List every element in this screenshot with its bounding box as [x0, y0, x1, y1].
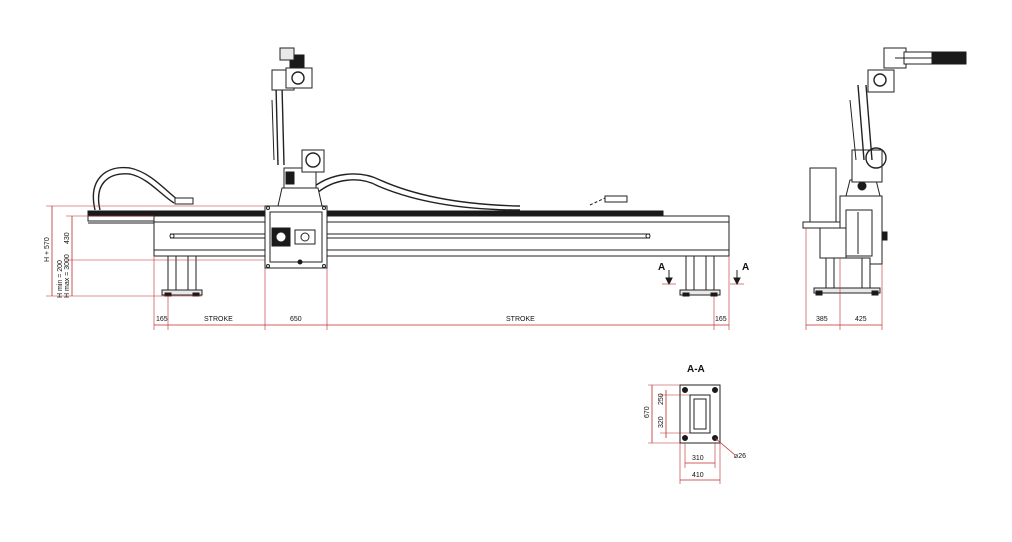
dim-430: 430 — [64, 232, 71, 244]
dim-hole: ⌀26 — [734, 453, 746, 460]
dim-385: 385 — [816, 316, 828, 323]
dim-310: 310 — [692, 455, 704, 462]
dim-165-left: 165 — [156, 316, 168, 323]
robot-front — [271, 47, 325, 207]
front-view: A A 165 STROKE 650 STROKE 165 — [44, 47, 749, 330]
dim-h-min: H min = 200 — [57, 260, 64, 298]
dim-670: 670 — [644, 406, 651, 418]
dim-410: 410 — [692, 472, 704, 479]
dim-650: 650 — [290, 316, 302, 323]
dim-250: 250 — [658, 393, 665, 405]
cable-chain-left — [92, 166, 194, 211]
section-marker-left: A — [658, 262, 676, 286]
leg-left — [161, 255, 203, 297]
dim-h-max: H max = 3000 — [64, 254, 71, 298]
cable-chain-right — [309, 173, 628, 211]
dim-165-right: 165 — [715, 316, 727, 323]
section-title: A-A — [687, 364, 705, 375]
section-marker-right: A — [730, 262, 749, 286]
section-mark-label-right: A — [742, 262, 749, 273]
side-view: 385 425 — [802, 47, 967, 330]
dim-320: 320 — [658, 416, 665, 428]
leg-right — [679, 255, 721, 297]
main-beam — [153, 215, 730, 257]
carriage — [264, 205, 328, 269]
section-detail: A-A 670 250 320 310 410 ⌀26 — [644, 364, 746, 484]
vertical-dimensions: H + 570 430 H min = 200 H max = 3000 — [44, 205, 265, 298]
horizontal-dimensions: 165 STROKE 650 STROKE 165 — [153, 256, 730, 330]
section-mark-label-left: A — [658, 262, 665, 273]
dim-425: 425 — [855, 316, 867, 323]
dim-stroke-right: STROKE — [506, 316, 535, 323]
dim-h-570: H + 570 — [44, 237, 51, 262]
dim-stroke-left: STROKE — [204, 316, 233, 323]
